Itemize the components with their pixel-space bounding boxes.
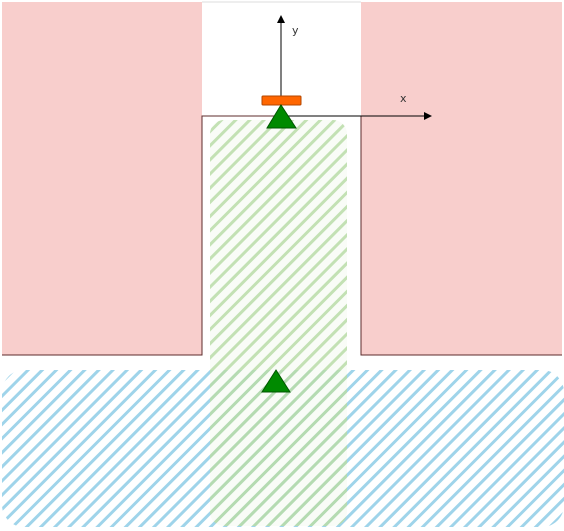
lower-triangle-marker [261,369,291,393]
upper-triangle-marker [266,104,297,129]
wall-region [2,2,562,355]
origin-block [261,95,302,106]
y-axis-label: y [292,24,299,37]
green-hatched-region [210,120,347,526]
x-axis-label: x [400,92,407,105]
